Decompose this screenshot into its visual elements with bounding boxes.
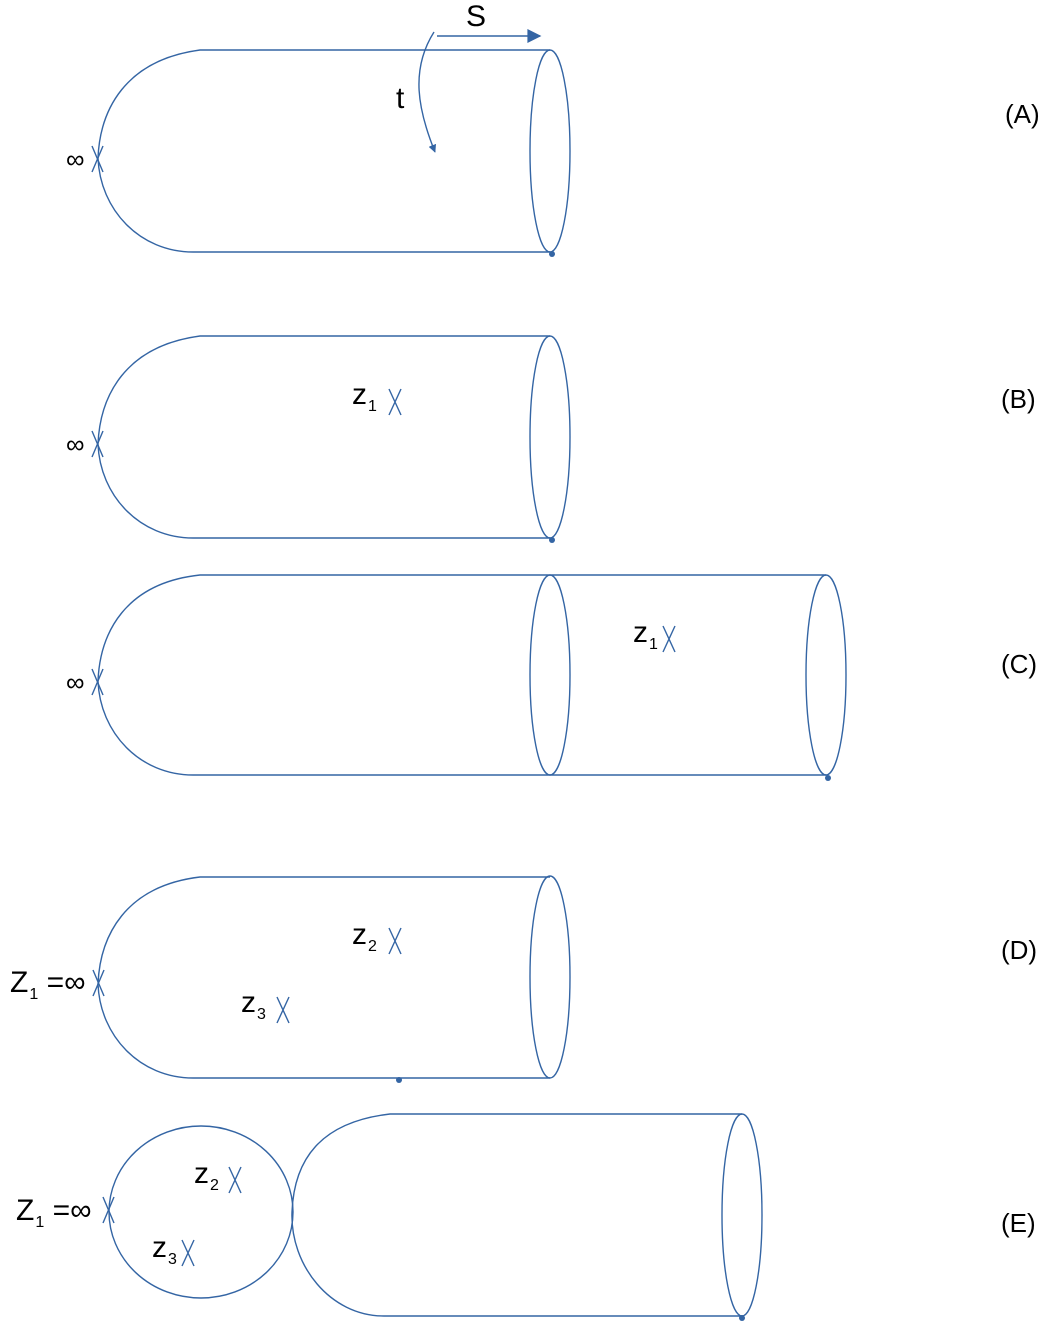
panel-b-boundary-circle	[529, 335, 571, 539]
panel-e-z3-label: z3	[152, 1233, 177, 1268]
z-subscript: 3	[168, 1251, 177, 1268]
panel-c-z1-label: z1	[633, 618, 658, 653]
panel-d-boundary-circle	[529, 875, 571, 1079]
panel-b-z1-label: z1	[352, 380, 377, 415]
panel-e-surface	[102, 1113, 763, 1321]
z-subscript: 3	[257, 1006, 266, 1023]
panel-e-boundary-circle	[721, 1113, 763, 1317]
t-label: t	[396, 82, 405, 115]
z-subscript: 1	[29, 986, 39, 1003]
panel-b-label: (B)	[1001, 384, 1036, 414]
panel-d-surface	[92, 875, 571, 1083]
panel-b-surface	[91, 335, 571, 543]
panel-b-dot	[549, 537, 555, 543]
panel-a-boundary-circle	[529, 49, 571, 253]
panel-e-dot	[739, 1315, 745, 1321]
panel-e-z1-label: Z1 =∞	[16, 1196, 91, 1231]
z-letter: z	[152, 1231, 167, 1264]
t-arrow	[418, 31, 437, 153]
panel-c-inner-circle	[529, 574, 571, 776]
panel-d-z1-cross	[92, 969, 105, 997]
panel-a-cap	[97, 49, 550, 253]
z-letter: z	[633, 616, 648, 649]
equals-infinity: =∞	[44, 1194, 92, 1227]
panel-d-z2-cross	[388, 927, 402, 955]
panel-c-boundary-circle	[805, 574, 847, 776]
s-label: S	[466, 0, 487, 33]
z-letter: z	[194, 1157, 209, 1190]
z-letter: z	[352, 378, 367, 411]
equals-infinity: =∞	[38, 966, 86, 999]
panel-c-label: (C)	[1001, 649, 1038, 679]
panel-a-dot	[549, 251, 555, 257]
panel-e-z2-cross	[228, 1166, 242, 1194]
panel-d-z2-label: z2	[352, 920, 377, 955]
panel-d-cap	[97, 876, 550, 1079]
panel-e-z1-cross	[102, 1196, 115, 1224]
z-subscript: 1	[35, 1214, 45, 1231]
panel-b-infinity: ∞	[66, 429, 85, 459]
z-subscript: 2	[210, 1177, 219, 1194]
panel-a-label: (A)	[1005, 99, 1040, 129]
z-subscript: 2	[368, 938, 377, 955]
panel-d-label: (D)	[1001, 935, 1038, 965]
Z-letter: Z	[16, 1194, 35, 1227]
z-subscript: 1	[649, 636, 658, 653]
panel-e-cap	[291, 1113, 742, 1317]
panel-c-surface	[91, 574, 847, 781]
panel-c-infinity: ∞	[66, 667, 85, 697]
panel-d-dot	[396, 1077, 402, 1083]
panel-b-z1-cross	[388, 388, 402, 416]
panel-a-surface	[91, 29, 571, 257]
panel-c-dot	[825, 775, 831, 781]
panel-c-cap	[97, 574, 826, 776]
panel-e-z2-label: z2	[194, 1159, 219, 1194]
panel-e-z3-cross	[181, 1239, 195, 1267]
panel-e-label: (E)	[1001, 1208, 1036, 1238]
Z-letter: Z	[10, 966, 29, 999]
panel-a-infinity: ∞	[66, 144, 85, 174]
z-letter: z	[241, 986, 256, 1019]
panel-e-sphere	[108, 1125, 294, 1299]
panel-d-z1-label: Z1 =∞	[10, 968, 85, 1003]
panel-b-cap	[97, 335, 550, 539]
panel-a-infinity-cross	[91, 145, 104, 173]
panel-b-infinity-cross	[91, 430, 104, 458]
panel-c-infinity-cross	[91, 668, 104, 696]
panel-d-z3-cross	[276, 996, 290, 1024]
z-subscript: 1	[368, 398, 377, 415]
z-letter: z	[352, 918, 367, 951]
panel-c-z1-cross	[662, 625, 676, 653]
panel-d-z3-label: z3	[241, 988, 266, 1023]
